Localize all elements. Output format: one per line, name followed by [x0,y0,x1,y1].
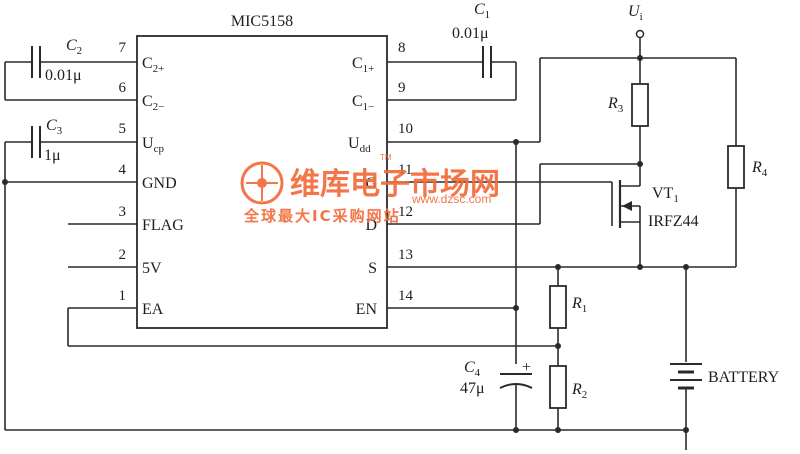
pin-10-label: Udd [348,135,371,155]
resistor-r1 [549,264,567,366]
pin-3-number: 3 [119,204,127,220]
capacitor-c2 [4,46,41,100]
c3-value: 1μ [44,147,61,164]
capacitor-c1 [482,46,517,100]
battery [670,264,702,450]
resistor-r4 [640,57,745,267]
r1-name: R1 [571,295,587,315]
vt1-name: VT1 [652,185,679,205]
c2-value: 0.01μ [45,67,82,84]
pin-13-number: 13 [398,247,413,263]
battery-label: BATTERY [708,369,780,386]
pin-12-number: 12 [398,204,413,220]
resistor-r2 [549,365,567,430]
pin-11-label: G [365,175,377,192]
r4-name: R4 [751,159,768,179]
ic-name: MIC5158 [231,13,293,30]
watermark-logo-icon [240,161,284,205]
udd-net [513,57,640,364]
pin-7-number: 7 [119,40,127,56]
pin-9-label: C1− [352,93,374,113]
watermark-tm: TM [380,153,392,162]
pin-4-number: 4 [119,162,127,178]
pin-4-label: GND [142,175,177,192]
pin-14-label: EN [356,301,378,318]
pin-2-number: 2 [119,247,127,263]
pin-11-number: 11 [398,162,412,178]
r3-name: R3 [607,95,624,115]
ui-label: Ui [628,3,643,23]
watermark-subtitle: 全球最大IC采购网站 [243,207,401,225]
pin-8-label: C1+ [352,55,374,75]
pin-3-label: FLAG [142,217,184,234]
c4-value: 47μ [460,380,485,397]
watermark: 维库电子市场网 TM 全球最大IC采购网站 www.dzsc.com [240,153,500,225]
watermark-title: 维库电子市场网 [290,167,500,202]
mosfet-vt1 [539,161,643,270]
vt1-part: IRFZ44 [648,213,699,230]
pin-14-number: 14 [398,288,414,304]
c4-name: C4 [464,359,481,379]
pin-7-label: C2+ [142,55,164,75]
pin-6-number: 6 [119,80,127,96]
resistor-r3 [631,83,649,186]
pin-1-label: EA [142,301,164,318]
pin-2-label: 5V [142,260,162,277]
ea-feedback-wire [67,308,558,347]
pin-6-label: C2− [142,93,164,113]
watermark-url: www.dzsc.com [411,192,491,206]
pin-1-number: 1 [119,288,127,304]
pin-8-number: 8 [398,40,406,56]
c1-value: 0.01μ [452,25,489,42]
pin-5-number: 5 [119,121,127,137]
pin-12-label: D [365,217,377,234]
c2-name: C2 [66,37,82,57]
c3-name: C3 [46,117,63,137]
pin-10-number: 10 [398,121,413,137]
c1-name: C1 [474,1,490,21]
pin-9-number: 9 [398,80,406,96]
c4-polarity: + [522,359,531,376]
pin-5-label: Ucp [142,135,164,155]
pin-13-label: S [368,260,377,277]
capacitor-c4 [499,373,533,430]
ground-bus [5,427,686,433]
capacitor-c3 [2,126,41,430]
r2-name: R2 [571,381,587,401]
